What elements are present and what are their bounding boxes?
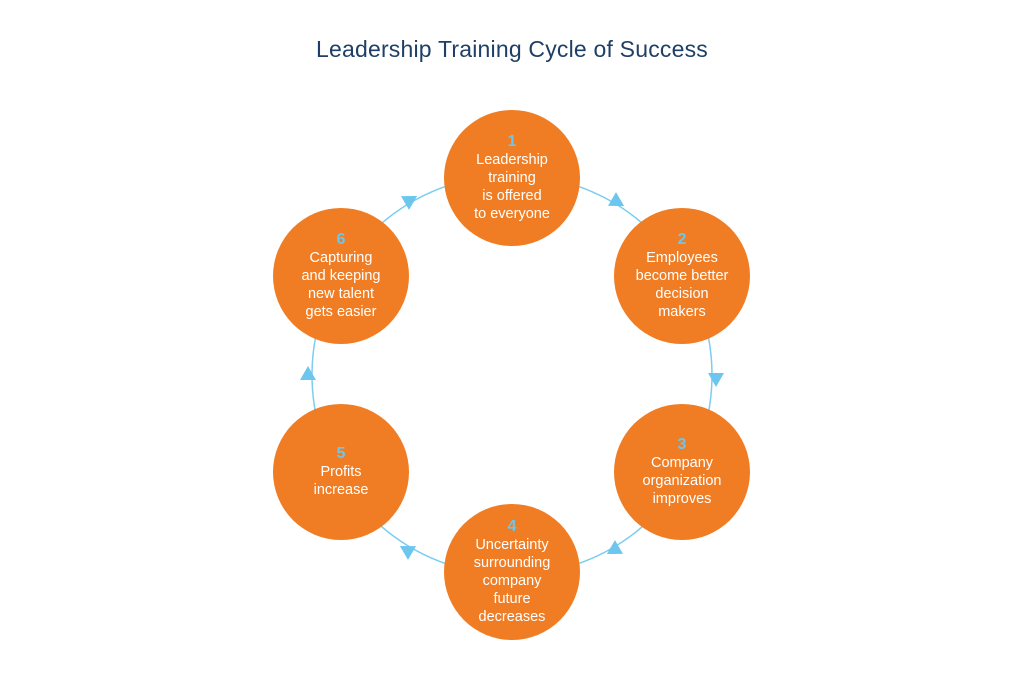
step-text: Employees become better decision makers xyxy=(635,250,729,320)
arrow-icon xyxy=(606,540,623,554)
arrow-icon xyxy=(608,192,625,206)
arrow-icon xyxy=(300,366,316,380)
arrow-icon xyxy=(401,196,418,210)
arrow-icon xyxy=(399,546,416,560)
step-number: 5 xyxy=(336,445,346,462)
step-number: 4 xyxy=(507,518,517,535)
cycle-step-2: 2 Employees become better decision maker… xyxy=(614,208,750,344)
step-number: 6 xyxy=(336,231,346,248)
step-text: Profits increase xyxy=(313,464,369,498)
step-text: Leadership training is offered to everyo… xyxy=(474,152,550,222)
step-number: 2 xyxy=(677,231,687,248)
cycle-step-3: 3 Company organization improves xyxy=(614,404,750,540)
step-number: 1 xyxy=(507,133,517,150)
step-number: 3 xyxy=(677,436,687,453)
arrow-icon xyxy=(708,373,724,387)
cycle-step-4: 4 Uncertainty surrounding company future… xyxy=(444,504,580,640)
cycle-step-5: 5 Profits increase xyxy=(273,404,409,540)
step-text: Uncertainty surrounding company future d… xyxy=(473,537,551,625)
cycle-step-1: 1 Leadership training is offered to ever… xyxy=(444,110,580,246)
diagram-title: Leadership Training Cycle of Success xyxy=(315,36,708,62)
cycle-step-6: 6 Capturing and keeping new talent gets … xyxy=(273,208,409,344)
step-text: Capturing and keeping new talent gets ea… xyxy=(301,250,381,320)
step-text: Company organization improves xyxy=(642,455,722,507)
